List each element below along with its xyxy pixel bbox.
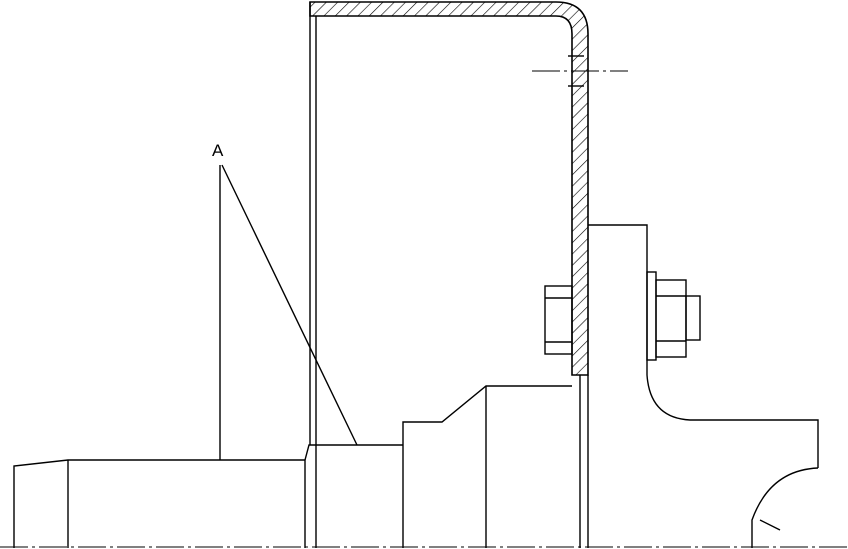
hole-centerline [532, 55, 628, 87]
right-bracket [579, 224, 819, 548]
bolt-assembly [544, 271, 701, 361]
plate-inner-wall [309, 2, 317, 445]
callout-a-label: A [212, 141, 224, 160]
shaft-profile [13, 385, 572, 548]
callout-a: A [212, 141, 358, 460]
bent-plate-section [309, 1, 589, 376]
